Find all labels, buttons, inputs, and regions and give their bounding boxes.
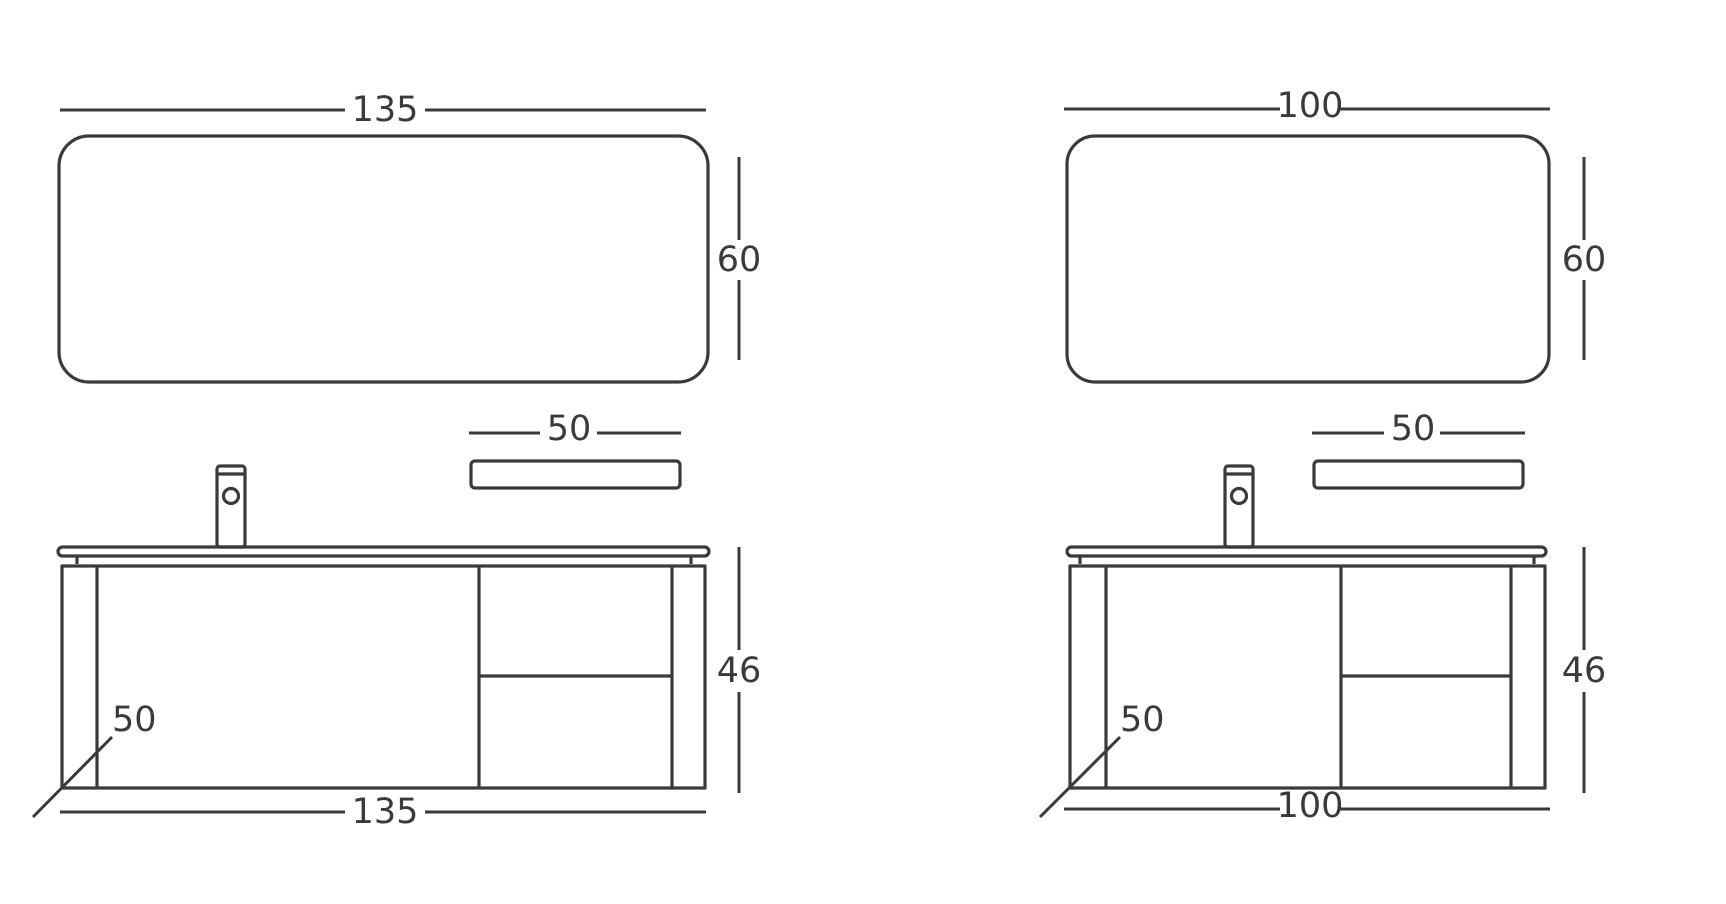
left-faucet-handle — [221, 486, 241, 506]
right-shelf-width-label: 50 — [1391, 409, 1436, 449]
right-cabinet: 46 50 100 — [1038, 545, 1607, 826]
right-cabinet-width-label: 100 — [1277, 786, 1344, 826]
left-mirror-width-label: 135 — [352, 90, 419, 130]
left-mirror-height-label: 60 — [717, 240, 762, 280]
right-faucet-handle — [1229, 486, 1249, 506]
right-mirror-outline — [1065, 134, 1551, 384]
left-cabinet-depth-label: 50 — [112, 700, 157, 740]
left-faucet — [215, 464, 247, 549]
right-shelf: 50 — [1312, 409, 1525, 490]
left-cabinet: 46 50 135 — [31, 545, 762, 832]
left-faucet-body — [215, 464, 247, 549]
right-cabinet-height-label: 46 — [1562, 651, 1607, 691]
right-faucet-body — [1223, 464, 1255, 549]
left-shelf-outline — [469, 459, 682, 490]
right-cabinet-depth-label: 50 — [1120, 700, 1165, 740]
right-countertop — [1065, 545, 1548, 558]
right-mirror-height-label: 60 — [1562, 240, 1607, 280]
right-shelf-outline — [1312, 459, 1525, 490]
right-cabinet-depth-line — [1038, 735, 1122, 819]
left-countertop — [56, 545, 711, 558]
left-mirror: 135 60 — [57, 90, 762, 384]
left-cabinet-width-label: 135 — [352, 792, 419, 832]
left-cabinet-height-label: 46 — [717, 651, 762, 691]
right-mirror-width-label: 100 — [1277, 86, 1344, 126]
right-cabinet-body — [1068, 564, 1547, 790]
left-shelf-width-label: 50 — [547, 409, 592, 449]
left-cabinet-depth-line — [31, 735, 114, 819]
right-mirror: 100 60 — [1064, 86, 1607, 384]
left-cabinet-body — [60, 564, 707, 790]
right-faucet — [1223, 464, 1255, 549]
left-mirror-outline — [57, 134, 710, 384]
right-set: 100 60 50 — [1038, 86, 1607, 826]
left-set: 135 60 50 — [31, 90, 762, 832]
left-shelf: 50 — [469, 409, 682, 490]
